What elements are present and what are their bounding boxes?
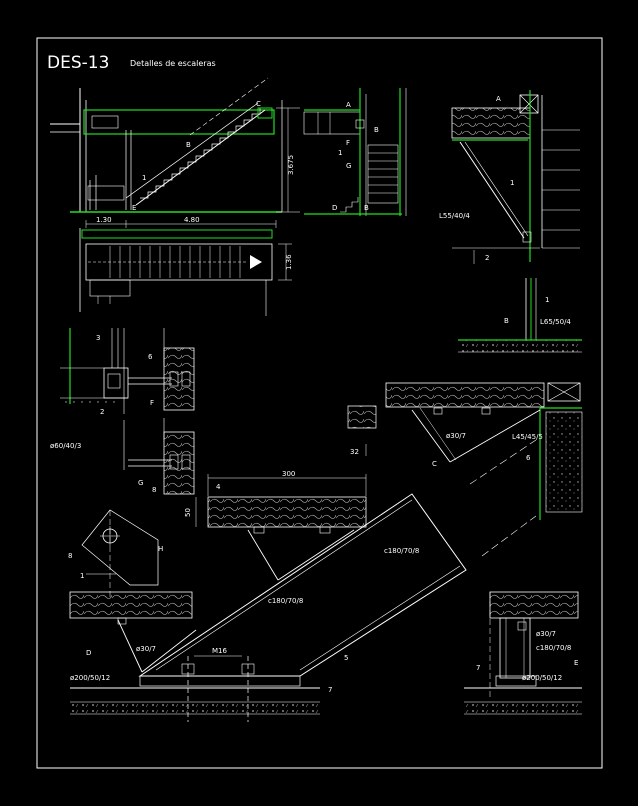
- detD-label-d: D: [86, 649, 91, 657]
- sect-label-a: A: [346, 101, 351, 109]
- sect-label-g: G: [346, 162, 351, 170]
- detD-label-channel-top: c180/70/8: [384, 547, 419, 555]
- sect-label-f: F: [346, 139, 350, 147]
- detB-label-1: 1: [545, 296, 549, 304]
- detD-label-4: 4: [216, 483, 221, 491]
- detG-label-tube: ø60/40/3: [50, 442, 81, 450]
- detA-label-1: 1: [510, 179, 514, 187]
- sheet-code: DES-13: [47, 53, 109, 73]
- detE-label-rod: ø30/7: [536, 630, 556, 638]
- elev-label-c: C: [256, 100, 261, 108]
- detD-label-rod: ø30/7: [136, 645, 156, 653]
- detail-e: ø30/7 c180/70/8 E 7 ø200/50/12: [464, 591, 582, 715]
- section-view: A B F 1 G D B: [303, 88, 407, 216]
- detG-label-8: 8: [152, 486, 156, 494]
- elev-dim-left: 1.30: [96, 216, 112, 224]
- detD-label-bolt: M16: [212, 647, 227, 655]
- plan-arrow: [250, 255, 262, 269]
- detD-dim-300: 300: [282, 470, 295, 478]
- detD-dim-50: 50: [184, 508, 192, 517]
- detH-label-1: 1: [80, 572, 84, 580]
- plan-dim-width: 1.36: [285, 254, 293, 270]
- sect-label-b-top: B: [374, 126, 379, 134]
- detA-label-angle: L55/40/4: [439, 212, 470, 220]
- detD-label-5: 5: [344, 654, 348, 662]
- detF-label-3: 3: [96, 334, 100, 342]
- detF-label-f: F: [150, 399, 154, 407]
- sheet-subtitle: Detalles de escaleras: [130, 59, 216, 68]
- elev-label-e: E: [132, 204, 136, 212]
- detA-label-2: 2: [485, 254, 489, 262]
- detF-label-6: 6: [148, 353, 153, 361]
- sheet-border: [36, 37, 603, 769]
- sect-label-1: 1: [338, 149, 342, 157]
- elev-dim-height: 3.675: [287, 155, 295, 175]
- detail-f: 3 6 2 F: [60, 328, 195, 416]
- elevation-view: C B 1 E 3.675 1.30 4.80: [50, 77, 300, 228]
- detC-label-32: 32: [350, 448, 359, 456]
- detG-label-g: G: [138, 479, 143, 487]
- detE-label-channel: c180/70/8: [536, 644, 571, 652]
- elev-dim-right: 4.80: [184, 216, 200, 224]
- detD-label-channel-mid: c180/70/8: [268, 597, 303, 605]
- detail-g: ø60/40/3 G 8: [50, 418, 195, 495]
- detH-label-h: H: [158, 545, 163, 553]
- detC-label-rod: ø30/7: [446, 432, 466, 440]
- sect-label-d: D: [332, 204, 337, 212]
- detH-label-8: 8: [68, 552, 72, 560]
- detE-label-e: E: [574, 659, 578, 667]
- detE-label-7: 7: [476, 664, 480, 672]
- detail-b: 1 B L65/50/4: [458, 278, 582, 353]
- detE-label-plate: ø200/50/12: [522, 674, 562, 682]
- plan-view: 1.36: [79, 228, 293, 316]
- sect-label-b-bottom: B: [364, 204, 369, 212]
- detail-a: A 1 L55/40/4 2: [439, 90, 580, 264]
- elev-label-b: B: [186, 141, 191, 149]
- detB-label-b: B: [504, 317, 509, 325]
- detD-label-7: 7: [328, 686, 332, 694]
- elev-label-1: 1: [142, 174, 146, 182]
- detail-c: ø30/7 L45/45/5 C 6 32: [347, 382, 583, 557]
- detC-label-angle: L45/45/5: [512, 433, 543, 441]
- detC-label-6: 6: [526, 454, 531, 462]
- detail-d: 300 4 50 c180/70/8 c180/70/8 ø30/7 D M16…: [69, 470, 467, 722]
- detF-label-2: 2: [100, 408, 104, 416]
- detail-h: 8 H 1: [68, 509, 163, 600]
- detA-label-a: A: [496, 95, 501, 103]
- detB-label-angle: L65/50/4: [540, 318, 571, 326]
- detC-label-c: C: [432, 460, 437, 468]
- detD-label-plate: ø200/50/12: [70, 674, 110, 682]
